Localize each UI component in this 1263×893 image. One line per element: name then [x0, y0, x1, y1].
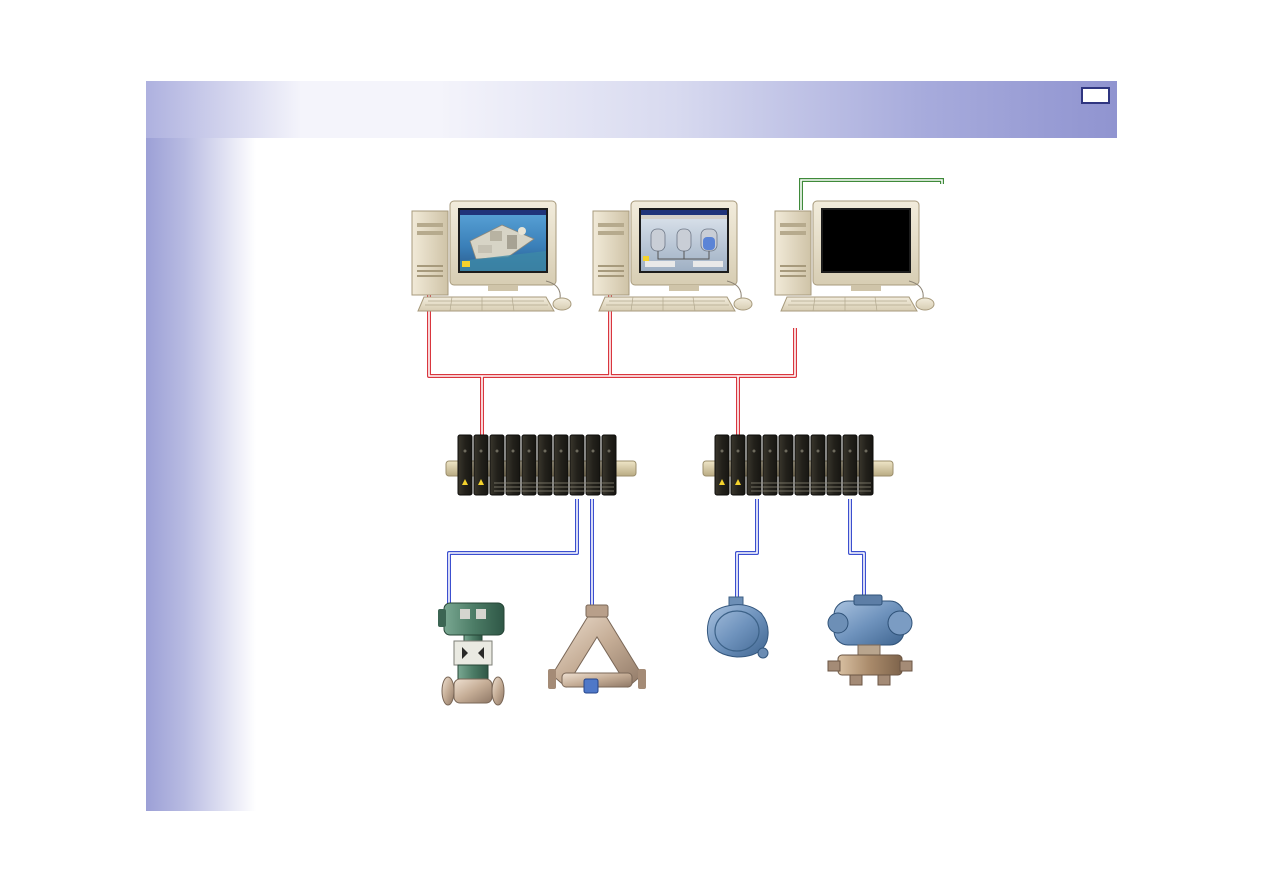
ethernet-network-cables	[427, 290, 797, 436]
system-architecture-diagram	[411, 178, 944, 706]
keyboard	[780, 296, 918, 312]
control-valve-icon	[438, 602, 505, 706]
keyboard	[417, 296, 555, 312]
slide	[146, 81, 1117, 811]
page-number-badge	[1081, 87, 1110, 104]
controller-rack-2	[702, 434, 894, 496]
mouse	[552, 297, 572, 311]
operator-station-2	[592, 200, 753, 312]
operator-station-1	[411, 200, 572, 312]
controller-rack-1	[445, 434, 637, 496]
temperature-transmitter-icon	[706, 596, 769, 659]
keyboard	[598, 296, 736, 312]
blank-black-screen	[823, 210, 909, 271]
left-decorative-band	[146, 81, 256, 811]
top-title-band	[146, 81, 1117, 138]
mouse	[733, 297, 753, 311]
remote-link-cable	[799, 178, 944, 210]
flow-meter-icon	[548, 604, 646, 694]
fieldbus-cables	[447, 499, 866, 609]
mouse	[915, 297, 935, 311]
remote-station	[774, 200, 935, 312]
pressure-transmitter-icon	[827, 594, 913, 686]
